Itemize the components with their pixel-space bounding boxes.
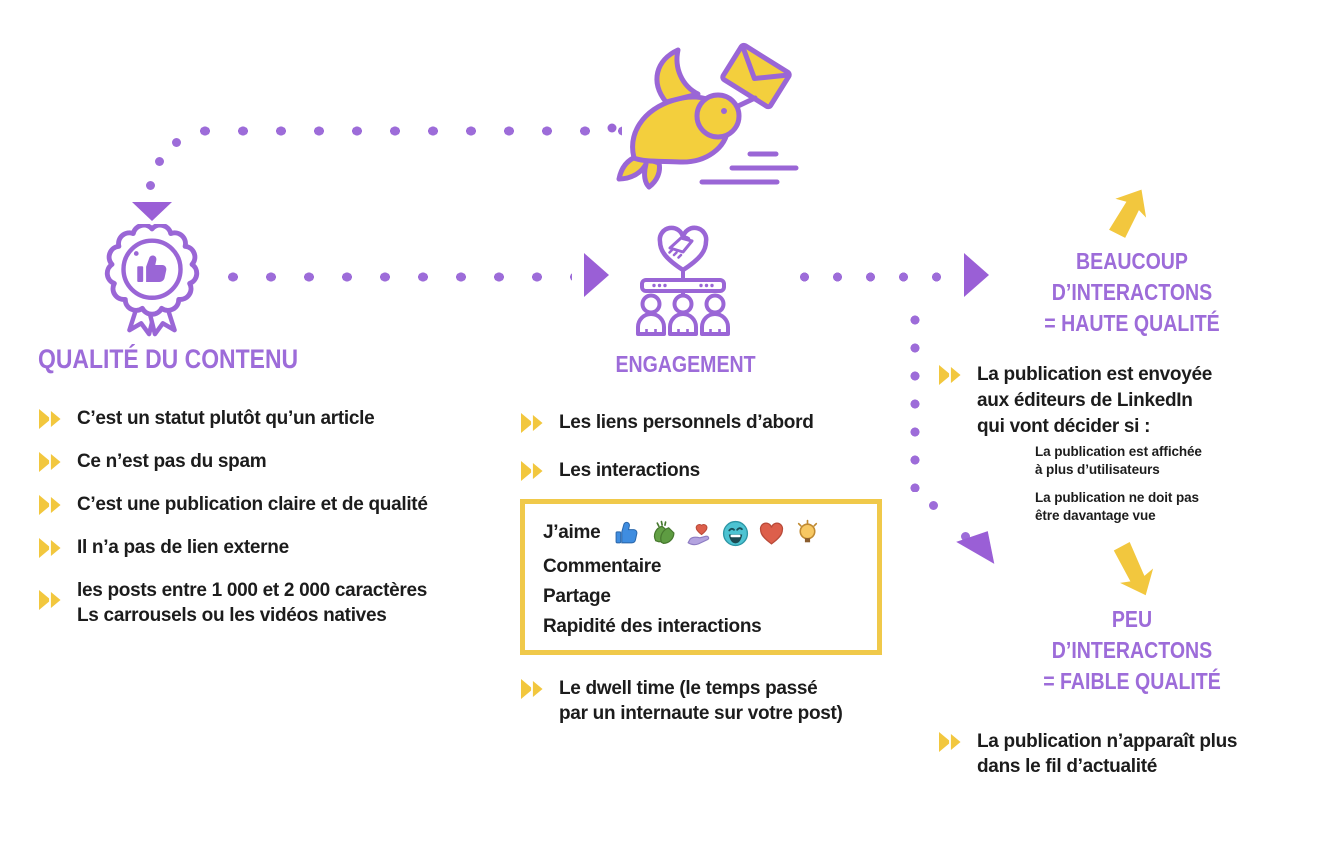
low-heading: PEU D’INTERACTONS = FAIBLE QUALITÉ	[1043, 606, 1221, 694]
handshake-hands	[668, 235, 694, 259]
list-item: Il n’a pas de lien externe	[38, 535, 508, 560]
insightful-reaction-icon	[793, 519, 822, 548]
engagement-heading: ENGAGEMENT	[615, 351, 756, 377]
list-item-text: Ce n’est pas du spam	[77, 451, 267, 472]
thumbs-up-icon	[137, 255, 167, 282]
arrow-down-icon	[132, 202, 172, 221]
like-row: J’aime	[543, 514, 859, 552]
double-chevron-icon	[39, 450, 64, 474]
list-item: Ce n’est pas du spam	[38, 449, 508, 474]
reactions-box: J’aime Commentaire Partage Rapidité des …	[520, 499, 882, 655]
arrow-right-icon	[964, 253, 989, 297]
dot-icon	[146, 181, 155, 190]
quality-heading: QUALITÉ DU CONTENU	[38, 344, 299, 374]
double-chevron-icon	[521, 459, 546, 483]
dotted-line-top	[186, 125, 622, 137]
list-item-text: C’est un statut plutôt qu’un article	[77, 408, 375, 429]
bird-head	[694, 92, 742, 140]
quality-list: C’est un statut plutôt qu’un article Ce …	[38, 406, 508, 628]
bird-eye	[721, 108, 727, 114]
list-item-text: La publication est envoyée aux éditeurs …	[977, 364, 1213, 437]
bird-wing	[654, 47, 701, 105]
double-chevron-icon	[39, 536, 64, 560]
list-item-text: Il n’a pas de lien externe	[77, 537, 289, 558]
dotted-line-right	[788, 271, 956, 283]
list-item-text: les posts entre 1 000 et 2 000 caractère…	[77, 580, 427, 626]
list-item: les posts entre 1 000 et 2 000 caractère…	[38, 578, 508, 628]
list-item: C’est un statut plutôt qu’un article	[38, 406, 508, 431]
dotted-line-mid	[214, 271, 572, 283]
people-icons	[636, 293, 730, 336]
arrow-up-right-icon	[956, 520, 1007, 564]
box-line: Partage	[543, 586, 611, 607]
double-chevron-icon	[939, 363, 964, 387]
box-line: Rapidité des interactions	[543, 616, 762, 637]
list-item: Les liens personnels d’abord	[520, 410, 814, 435]
list-item: Les interactions	[520, 458, 700, 483]
handshake-team-icon	[636, 225, 730, 336]
envelope-icon	[720, 42, 792, 110]
list-item: Le dwell time (le temps passé par un int…	[520, 676, 900, 726]
funny-reaction-icon	[721, 519, 750, 548]
double-chevron-icon	[521, 677, 546, 701]
high-heading: BEAUCOUP D’INTERACTONS = HAUTE QUALITÉ	[1044, 248, 1220, 336]
like-reaction-icon	[613, 519, 642, 548]
love-reaction-icon	[757, 519, 786, 548]
sub-item: La publication est affichée à plus d’uti…	[1035, 444, 1202, 477]
list-item-text: C’est une publication claire et de quali…	[77, 494, 428, 515]
bird-tail	[616, 153, 662, 190]
sub-item: La publication ne doit pas être davantag…	[1035, 490, 1199, 523]
arrow-up-right-icon	[1109, 189, 1147, 238]
double-chevron-icon	[39, 493, 64, 517]
box-line: Commentaire	[543, 556, 662, 577]
list-item: La publication est envoyée aux éditeurs …	[938, 362, 1268, 440]
double-chevron-icon	[39, 588, 64, 612]
dot-icon	[929, 501, 938, 510]
double-chevron-icon	[39, 407, 64, 431]
dot-icon	[172, 138, 181, 147]
list-item-text: Les liens personnels d’abord	[559, 412, 814, 433]
like-label: J’aime	[543, 522, 601, 543]
bird-beak	[733, 95, 758, 110]
double-chevron-icon	[939, 730, 964, 754]
support-reaction-icon	[685, 519, 714, 548]
celebrate-reaction-icon	[649, 519, 678, 548]
dotted-line-down	[909, 306, 921, 492]
list-item-text: Le dwell time (le temps passé par un int…	[559, 678, 843, 724]
arrow-down-right-icon	[1113, 541, 1154, 596]
double-chevron-icon	[521, 411, 546, 435]
list-item-text: Les interactions	[559, 460, 700, 481]
list-item: La publication n’apparaît plus dans le f…	[938, 729, 1288, 779]
bird-mail-icon	[607, 42, 799, 190]
dot-icon	[155, 157, 164, 166]
arrow-right-icon	[584, 253, 609, 297]
dot-icon	[961, 532, 970, 541]
bar-dots	[652, 283, 714, 288]
list-item: C’est une publication claire et de quali…	[38, 492, 508, 517]
badge-sparkle	[133, 251, 139, 256]
award-badge-icon	[104, 224, 200, 337]
list-item-text: La publication n’apparaît plus dans le f…	[977, 731, 1238, 777]
